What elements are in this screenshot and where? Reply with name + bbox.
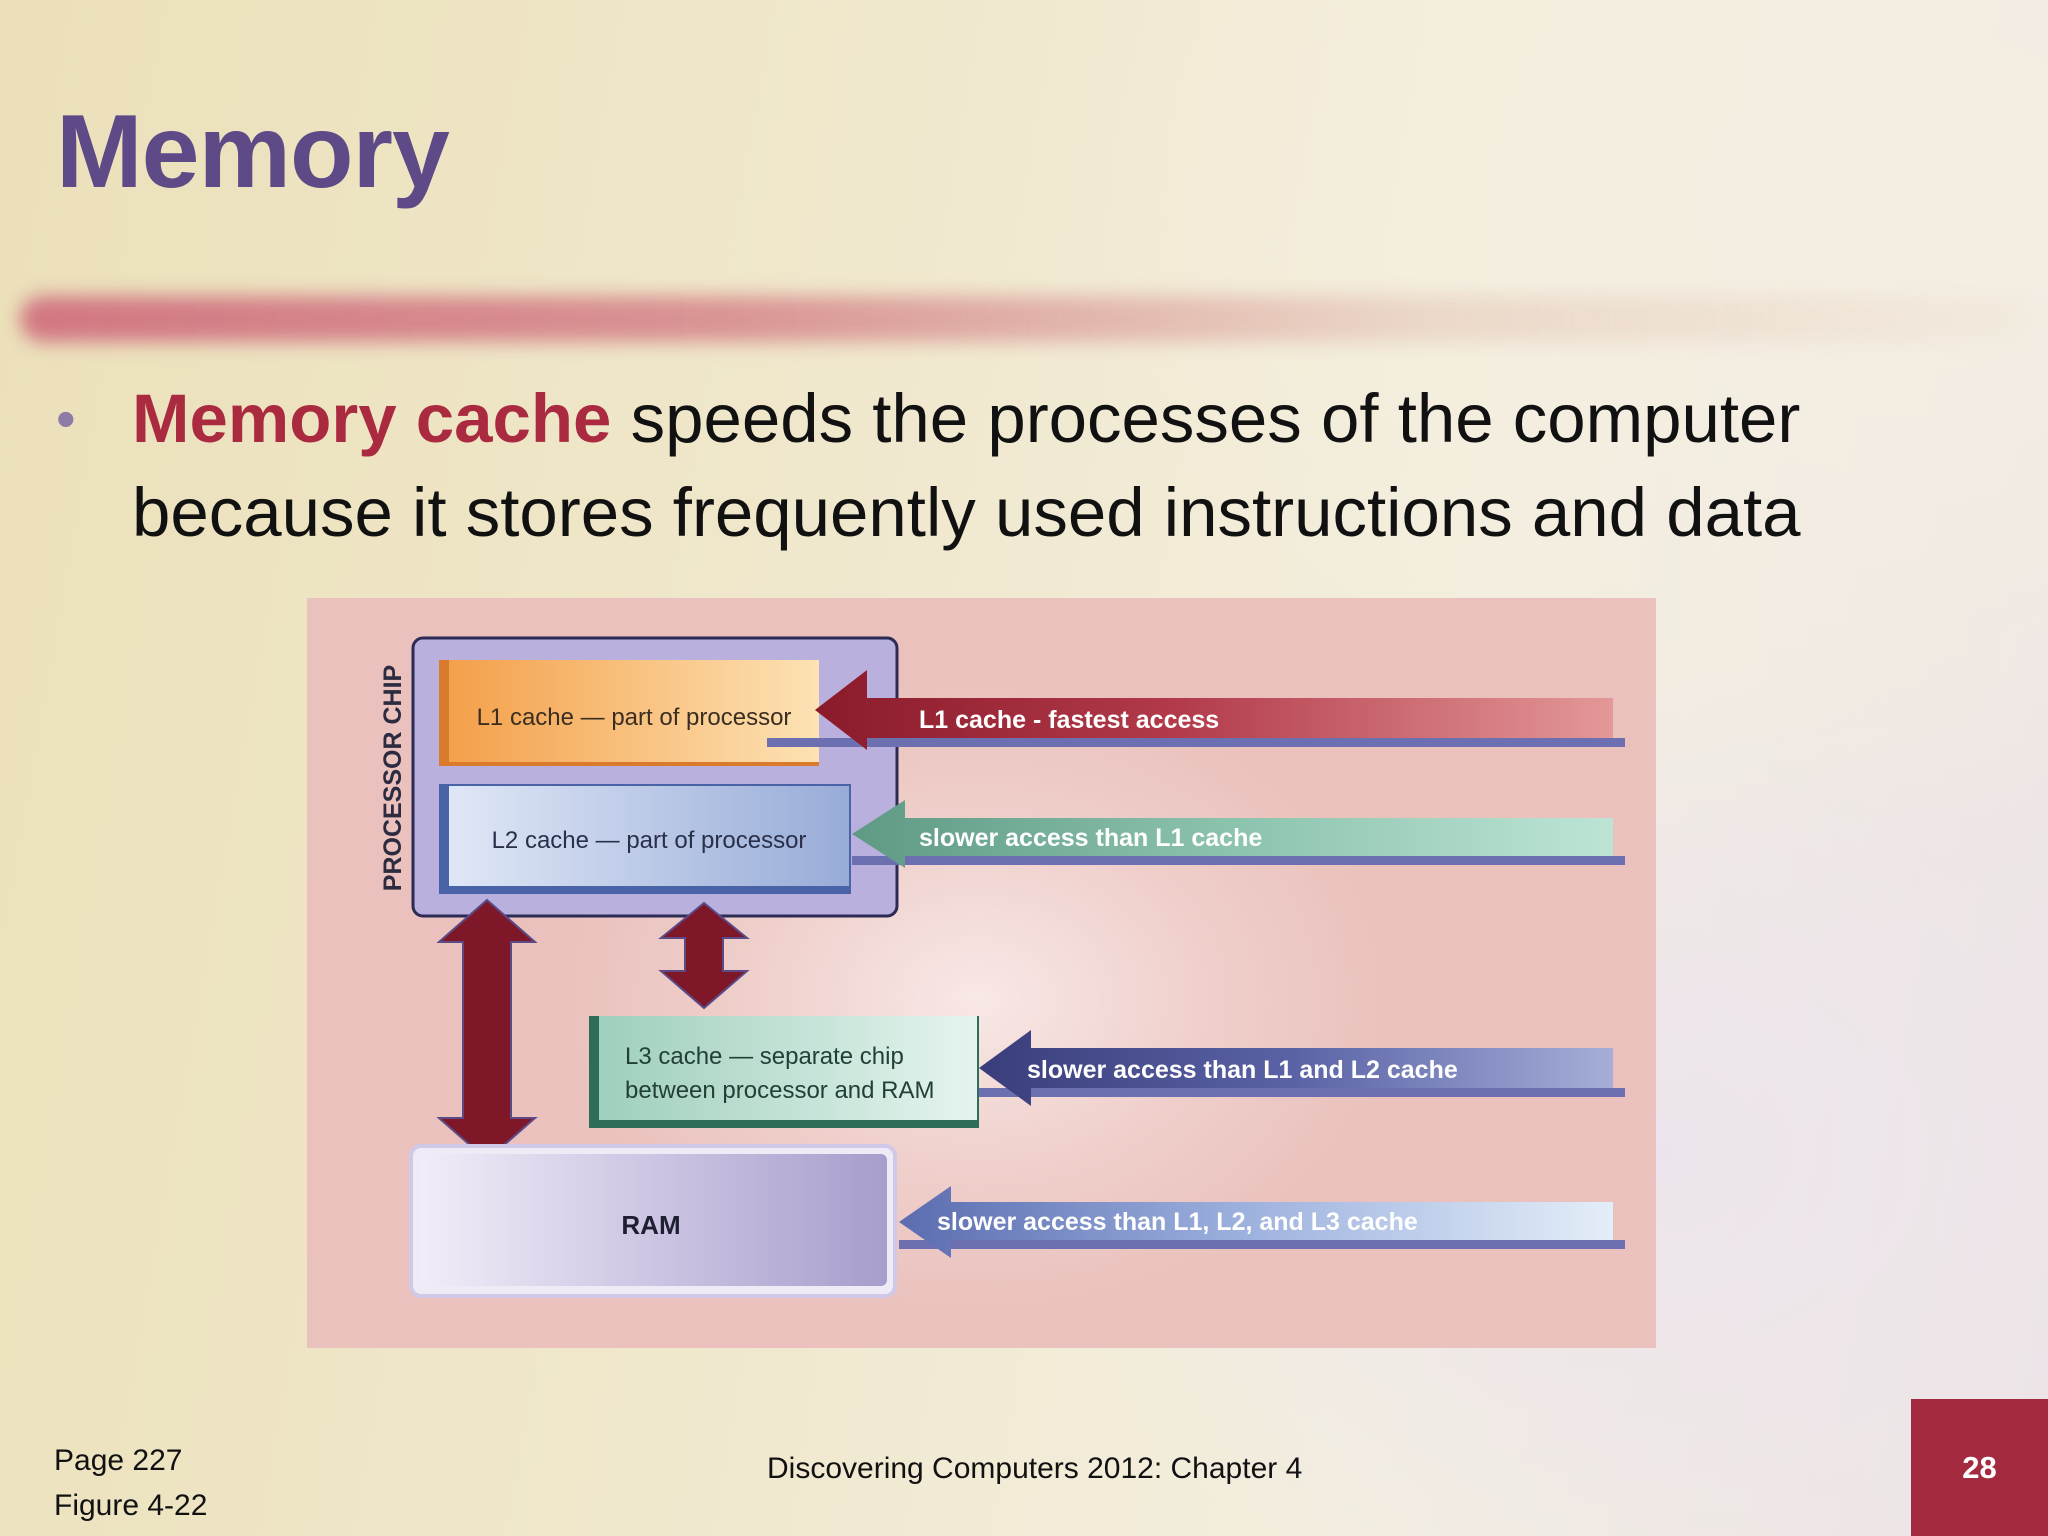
- arrow-l1-label: L1 cache - fastest access: [919, 706, 1219, 734]
- ram-box: [421, 1154, 887, 1286]
- l1-box-label: L1 cache — part of processor: [477, 704, 792, 731]
- bullet-dot-icon: •: [56, 387, 76, 450]
- arrow-ram: [899, 1186, 1613, 1258]
- arrow-l2-label: slower access than L1 cache: [919, 824, 1262, 852]
- l3-box-label-line2: between processor and RAM: [625, 1077, 935, 1104]
- arrow-l2-shadow: [852, 856, 1625, 865]
- l2-l3-double-arrow: [658, 901, 750, 1010]
- slide-title: Memory: [56, 94, 450, 210]
- l3-cache-box: [599, 1016, 977, 1120]
- arrow-ram-label: slower access than L1, L2, and L3 cache: [937, 1208, 1418, 1236]
- processor-chip-label: PROCESSOR CHIP: [379, 665, 407, 891]
- title-divider: [20, 296, 2030, 342]
- arrow-l3: [979, 1030, 1613, 1106]
- l1-cache-box: [449, 660, 819, 762]
- l2-cache-box: [449, 786, 849, 886]
- arrow-l3-shadow: [979, 1088, 1625, 1097]
- footer-center: Discovering Computers 2012: Chapter 4: [767, 1452, 1303, 1485]
- diagram-canvas: PROCESSOR CHIP L1 cache — part of proces…: [379, 636, 1625, 1298]
- bullet-body: speeds the processes of the computer bec…: [132, 380, 1801, 551]
- memory-cache-diagram: PROCESSOR CHIP L1 cache — part of proces…: [307, 598, 1656, 1348]
- arrow-ram-shadow: [899, 1240, 1625, 1249]
- arrow-l1: [815, 670, 1613, 750]
- slide-number: 28: [1911, 1399, 2048, 1536]
- footer-figure: Figure 4-22: [54, 1489, 208, 1522]
- l2-box-label: L2 cache — part of processor: [492, 827, 807, 854]
- arrow-l3-label: slower access than L1 and L2 cache: [1027, 1056, 1458, 1084]
- bullet-text: Memory cache speeds the processes of the…: [132, 372, 1996, 560]
- arrow-l1-shadow: [767, 738, 1625, 747]
- chip-ram-double-arrow: [436, 898, 538, 1162]
- footer-page: Page 227: [54, 1444, 183, 1477]
- bullet-item: • Memory cache speeds the processes of t…: [56, 372, 1996, 560]
- l3-box-label-line1: L3 cache — separate chip: [625, 1043, 904, 1070]
- ram-box-label: RAM: [621, 1210, 680, 1240]
- bullet-highlight: Memory cache: [132, 380, 612, 457]
- arrow-l2: [852, 800, 1613, 868]
